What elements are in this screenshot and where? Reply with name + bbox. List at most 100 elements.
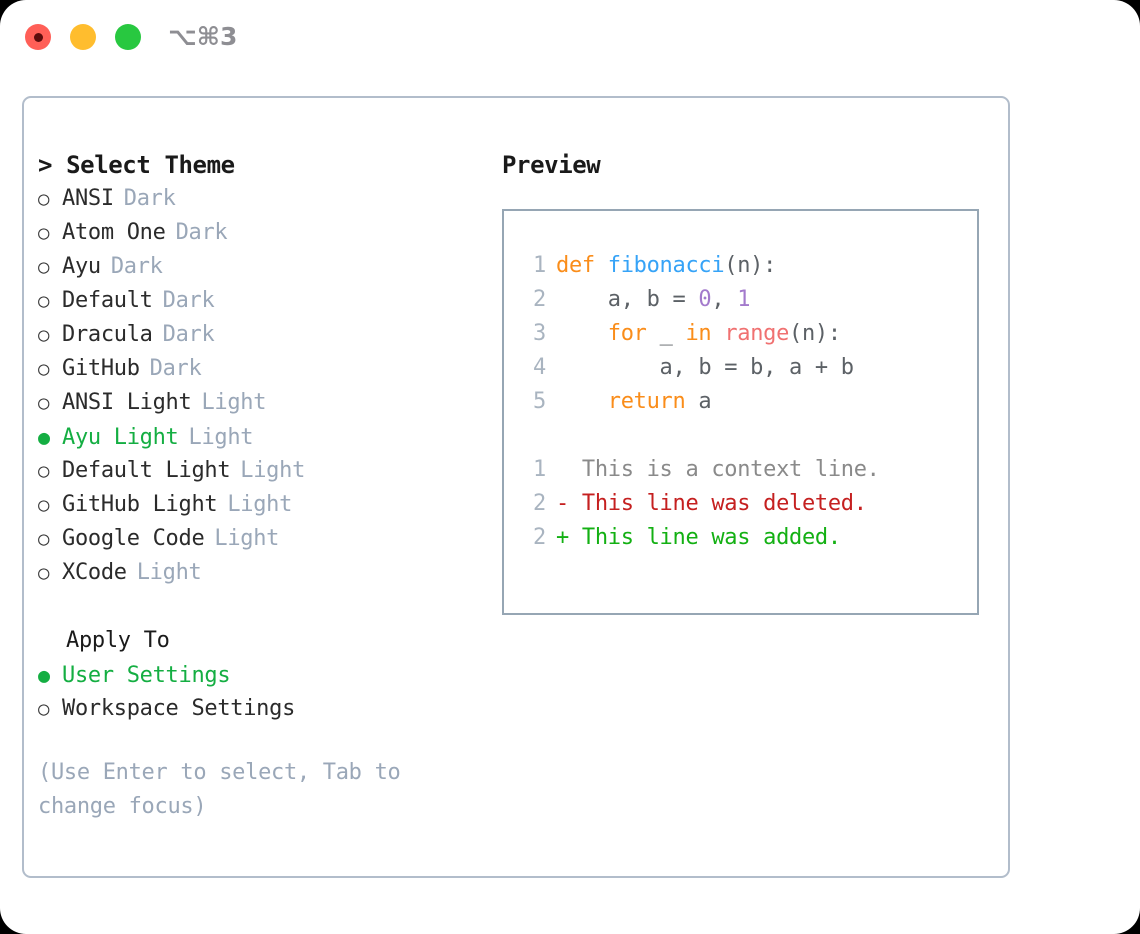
theme-list-item[interactable]: ○ Default Dark [38, 284, 508, 318]
line-number: 1 [533, 253, 546, 278]
theme-list-item[interactable]: ● Ayu Light Light [38, 420, 508, 454]
diff-text: This is a context line. [581, 457, 880, 482]
code-token: , [711, 287, 738, 312]
theme-name: Ayu [62, 254, 101, 279]
code-token: fibonacci [607, 253, 725, 278]
theme-list-item[interactable]: ○ GitHub Dark [38, 352, 508, 386]
radio-unselected-icon: ○ [38, 256, 50, 278]
radio-unselected-icon: ○ [38, 188, 50, 210]
code-token: a [685, 389, 712, 414]
theme-variant-badge: Dark [162, 322, 215, 347]
line-number: 4 [533, 355, 546, 380]
radio-selected-icon: ● [38, 425, 50, 449]
radio-unselected-icon: ○ [38, 528, 50, 550]
keyboard-hint-text: (Use Enter to select, Tab to change focu… [38, 760, 401, 819]
radio-unselected-icon: ○ [38, 494, 50, 516]
diff-marker: - [556, 491, 582, 516]
diff-line: 1 This is a context line. [522, 453, 880, 487]
radio-unselected-icon: ○ [38, 358, 50, 380]
radio-unselected-icon: ○ [38, 392, 50, 414]
theme-variant-badge: Light [188, 425, 254, 450]
code-token: range [724, 321, 790, 346]
select-theme-heading: > Select Theme [38, 151, 235, 179]
line-number: 5 [533, 389, 546, 414]
diff-marker [556, 457, 582, 482]
minimize-button-icon[interactable] [70, 24, 96, 50]
theme-list-item[interactable]: ○ Google Code Light [38, 522, 508, 556]
theme-name: ANSI Light [62, 390, 192, 415]
code-line: 1 def fibonacci(n): [522, 249, 880, 283]
code-token: _ [646, 321, 686, 346]
theme-list-item[interactable]: ○ GitHub Light Light [38, 488, 508, 522]
theme-list-item[interactable]: ○ ANSI Light Light [38, 386, 508, 420]
apply-to-item[interactable]: ○ Workspace Settings [38, 692, 508, 726]
diff-text: This line was deleted. [581, 491, 867, 516]
theme-name: GitHub [62, 356, 140, 381]
theme-name: Ayu Light [62, 425, 179, 450]
theme-variant-badge: Light [214, 526, 280, 551]
code-token: a, b = b, a + b [556, 355, 855, 380]
theme-name: GitHub Light [62, 492, 218, 517]
line-number: 3 [533, 321, 546, 346]
code-token: for [607, 321, 647, 346]
code-token [556, 389, 608, 414]
code-token: in [685, 321, 712, 346]
theme-name: XCode [62, 560, 127, 585]
theme-variant-badge: Dark [175, 220, 228, 245]
diff-marker: + [556, 525, 582, 550]
theme-variant-badge: Light [240, 458, 306, 483]
radio-unselected-icon: ○ [38, 290, 50, 312]
code-token: a, b = [556, 287, 699, 312]
theme-name: ANSI [62, 186, 114, 211]
apply-to-name: User Settings [62, 663, 231, 688]
line-number: 2 [533, 287, 546, 312]
theme-name: Google Code [62, 526, 205, 551]
diff-line: 2- This line was deleted. [522, 487, 880, 521]
code-line: 3 for _ in range(n): [522, 317, 880, 351]
code-blank-line [522, 419, 880, 453]
radio-selected-icon: ● [38, 663, 50, 687]
list-spacer [38, 590, 508, 624]
code-line: 4 a, b = b, a + b [522, 351, 880, 385]
theme-variant-badge: Light [201, 390, 267, 415]
apply-to-item[interactable]: ● User Settings [38, 658, 508, 692]
maximize-button-icon[interactable] [115, 24, 141, 50]
line-number: 2 [533, 491, 546, 516]
theme-variant-badge: Light [227, 492, 293, 517]
apply-to-name: Workspace Settings [62, 696, 296, 721]
close-button-icon[interactable] [25, 24, 51, 50]
code-token: (n): [724, 253, 777, 278]
theme-name: Atom One [62, 220, 166, 245]
radio-unselected-icon: ○ [38, 698, 50, 720]
apply-to-label: Apply To [66, 628, 170, 653]
radio-unselected-icon: ○ [38, 460, 50, 482]
code-token: def [556, 253, 608, 278]
diff-line: 2+ This line was added. [522, 521, 880, 555]
theme-variant-badge: Dark [110, 254, 163, 279]
theme-variant-badge: Dark [162, 288, 215, 313]
preview-column: Preview 1 def fibonacci(n): 2 a, b = 0, 1 3… [502, 148, 1002, 615]
diff-text: This line was added. [581, 525, 841, 550]
code-sample: 1 def fibonacci(n): 2 a, b = 0, 1 3 for _ i… [522, 249, 880, 555]
title-bar: ⌥⌘3 [0, 0, 1140, 78]
code-token: 0 [698, 287, 712, 312]
apply-to-list[interactable]: ● User Settings ○ Workspace Settings [38, 658, 508, 726]
code-token [556, 321, 608, 346]
code-token: return [607, 389, 686, 414]
keyboard-shortcut-label: ⌥⌘3 [168, 22, 238, 51]
line-number: 1 [533, 457, 546, 482]
theme-variant-badge: Dark [149, 356, 202, 381]
theme-list-item[interactable]: ○ Ayu Dark [38, 250, 508, 284]
theme-name: Default [62, 288, 153, 313]
theme-variant-badge: Light [136, 560, 202, 585]
preview-heading: Preview [502, 151, 601, 179]
